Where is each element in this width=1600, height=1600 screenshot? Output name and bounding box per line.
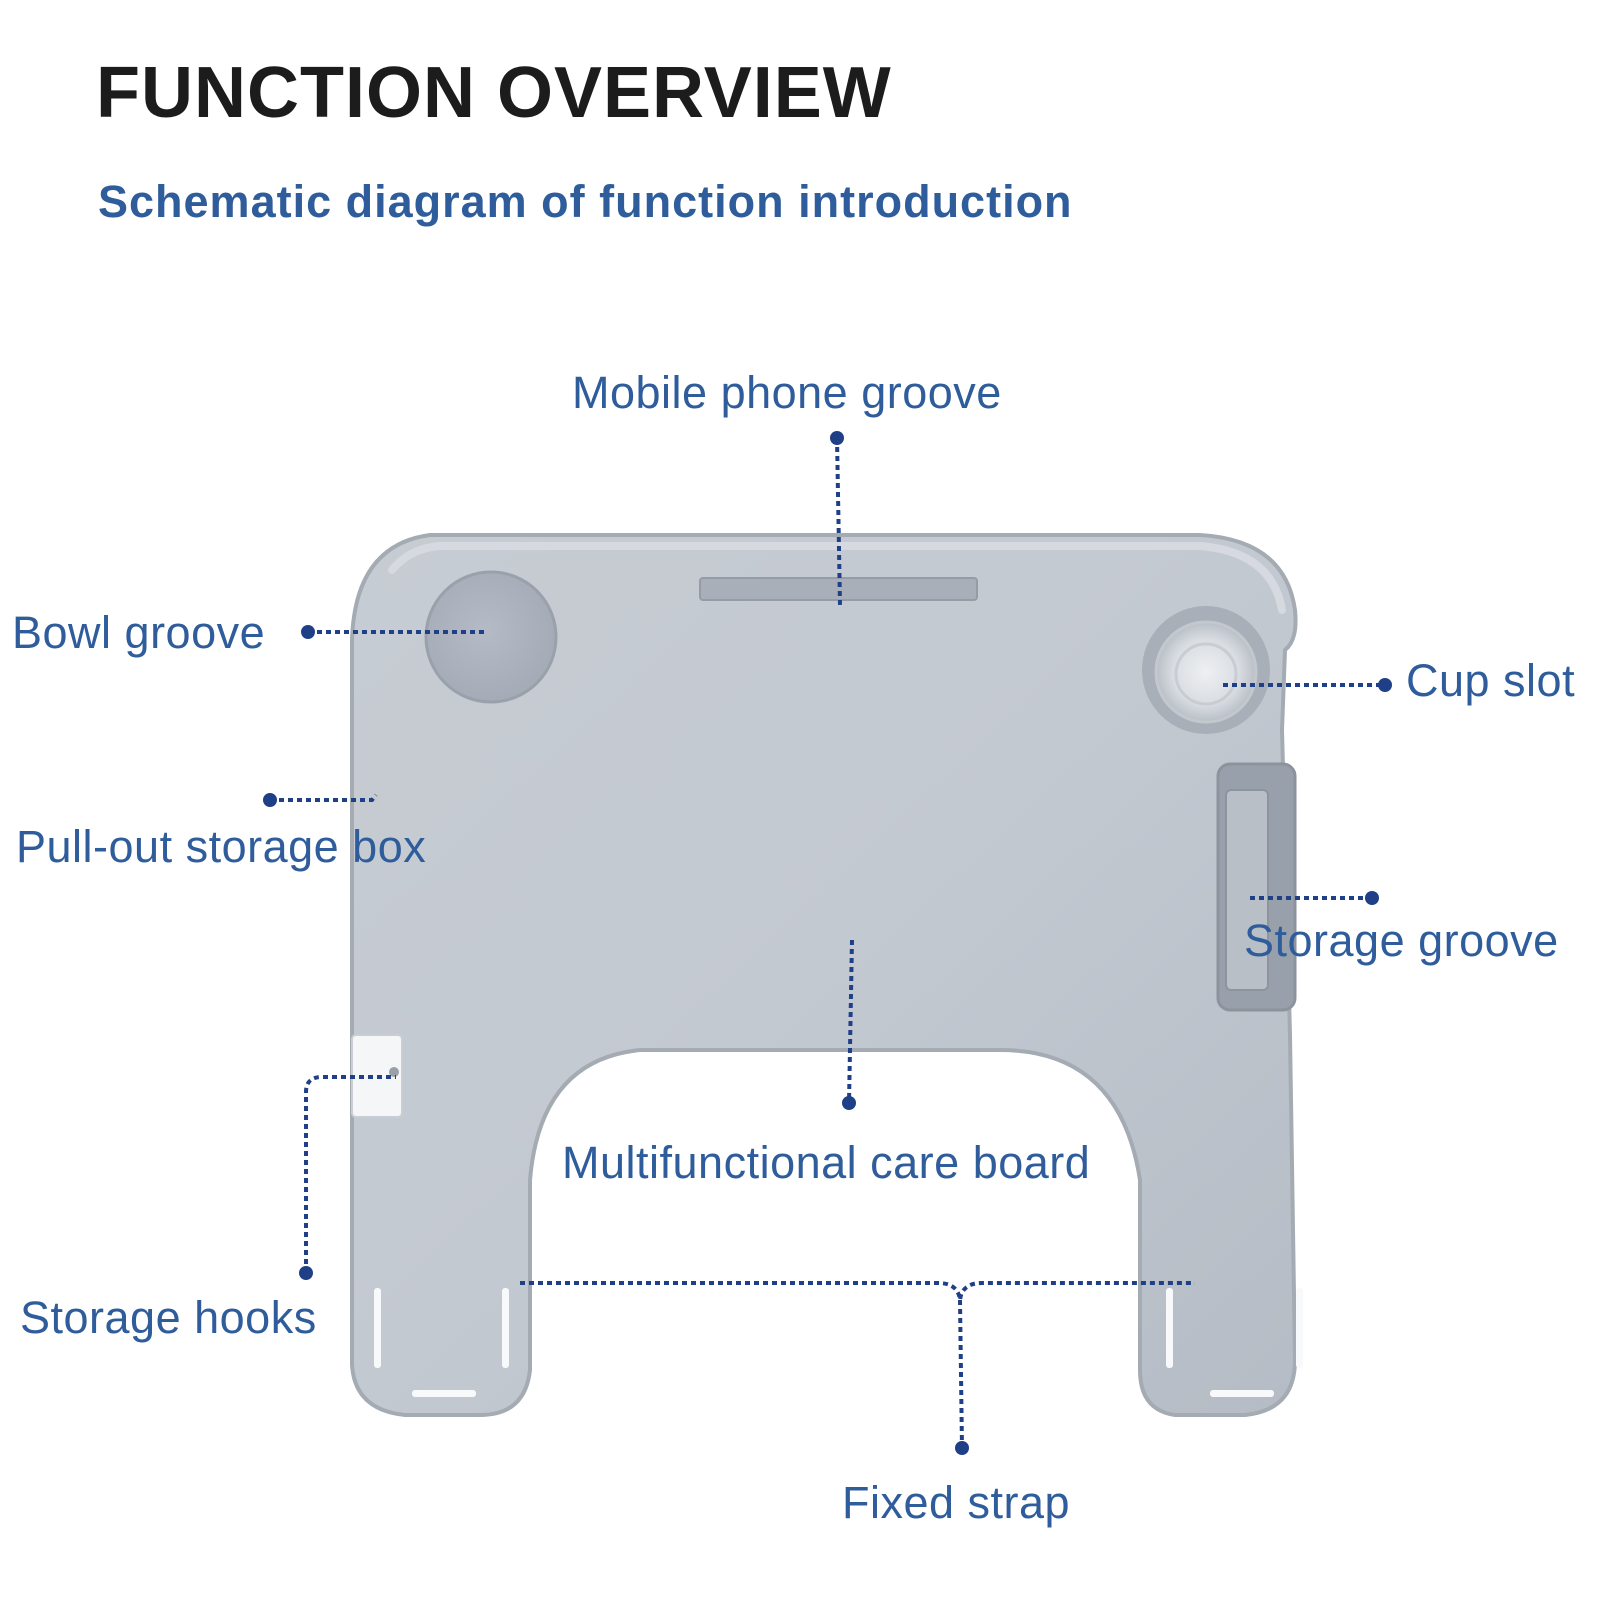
leader-pull-out-storage-box bbox=[270, 793, 378, 802]
leader-storage-hooks bbox=[304, 1075, 396, 1273]
label-pull-out-storage-box: Pull-out storage box bbox=[16, 821, 427, 872]
dot-bowl-groove bbox=[301, 625, 315, 639]
label-multifunctional-care-board: Multifunctional care board bbox=[562, 1137, 1091, 1188]
dot-mobile-phone-groove bbox=[830, 431, 844, 445]
page-subtitle: Schematic diagram of function introducti… bbox=[98, 176, 1073, 227]
dot-storage-hooks bbox=[299, 1266, 313, 1280]
dot-storage-groove bbox=[1365, 891, 1379, 905]
strap-slot-right-bottom bbox=[1210, 1390, 1274, 1397]
dot-cup-slot bbox=[1378, 678, 1392, 692]
care-board-body bbox=[350, 533, 1298, 1417]
page-title: FUNCTION OVERVIEW bbox=[96, 53, 892, 133]
label-fixed-strap: Fixed strap bbox=[842, 1477, 1071, 1528]
leader-fixed-strap bbox=[520, 1281, 1195, 1449]
label-mobile-phone-groove: Mobile phone groove bbox=[572, 367, 1002, 418]
leader-multifunctional-care-board bbox=[847, 939, 854, 1104]
cup-slot-ring bbox=[1154, 620, 1258, 724]
strap-slot-right-inner bbox=[1296, 1288, 1303, 1368]
strap-slot-left-bottom bbox=[412, 1390, 476, 1397]
leader-mobile-phone-groove bbox=[835, 437, 842, 606]
strap-slot-left-outer bbox=[374, 1288, 381, 1368]
dot-fixed-strap bbox=[955, 1441, 969, 1455]
board-rim bbox=[388, 542, 1286, 614]
label-bowl-groove: Bowl groove bbox=[12, 607, 266, 658]
label-storage-hooks: Storage hooks bbox=[20, 1292, 317, 1343]
dot-pull-out-storage-box bbox=[263, 793, 277, 807]
mobile-phone-groove-slot bbox=[699, 577, 978, 601]
bowl-groove-circle bbox=[424, 570, 558, 704]
strap-slots bbox=[374, 1288, 1303, 1397]
dot-multifunctional-care-board bbox=[842, 1096, 856, 1110]
strap-slot-left-inner bbox=[502, 1288, 509, 1368]
cup-slot-inner bbox=[1174, 642, 1238, 706]
storage-hook-pin bbox=[389, 1067, 399, 1077]
strap-slot-right-outer bbox=[1166, 1288, 1173, 1368]
storage-groove-insert bbox=[1225, 789, 1269, 991]
label-cup-slot: Cup slot bbox=[1406, 655, 1576, 706]
label-storage-groove: Storage groove bbox=[1244, 915, 1559, 966]
